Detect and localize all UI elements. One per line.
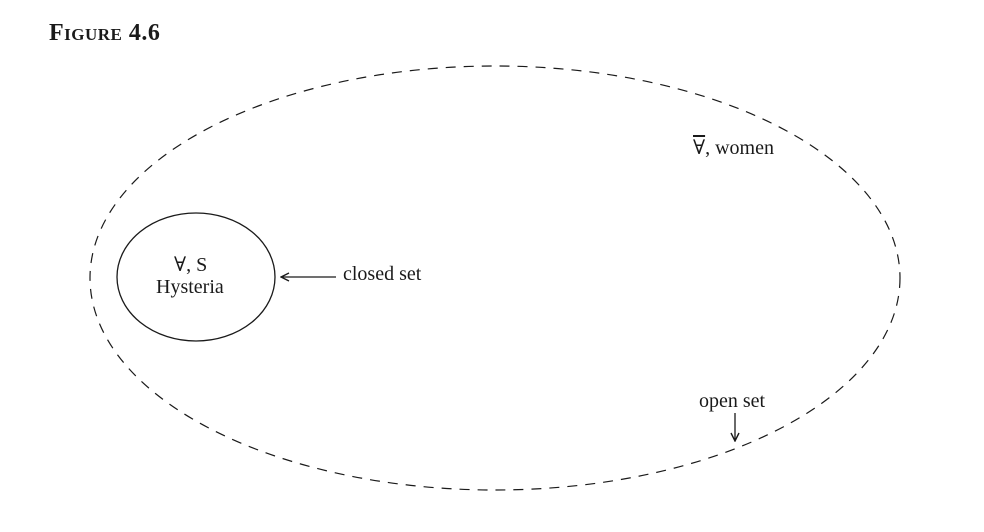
open-set-label: open set [699, 390, 766, 412]
closed-set-ellipse [116, 212, 276, 342]
outer-set-name: , women [705, 137, 774, 159]
open-set-ellipse [89, 65, 901, 491]
negated-quantifier-symbol: ∀ [693, 137, 706, 159]
closed-set-label: closed set [343, 263, 422, 285]
inner-set-symbol-label: ∀, S [174, 254, 208, 276]
figure-title: Figure 4.6 [49, 20, 161, 46]
inner-set-name-label: Hysteria [156, 276, 224, 298]
outer-set-label: ∀, women [693, 138, 774, 158]
